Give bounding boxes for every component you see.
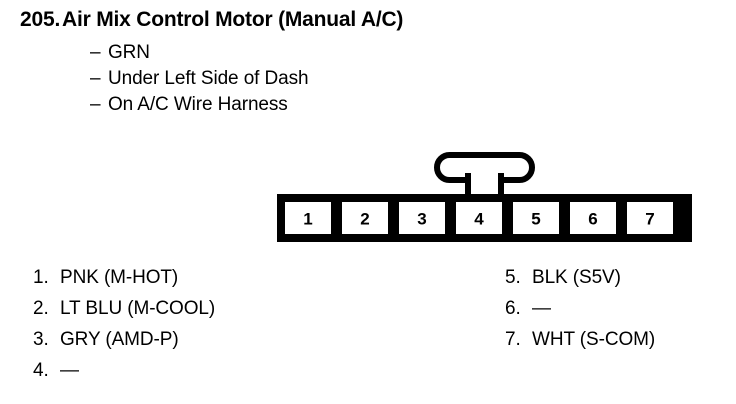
- locking-tab: [434, 152, 535, 203]
- bullet-item: – Under Left Side of Dash: [90, 66, 690, 92]
- legend-row: 4. —: [33, 355, 215, 386]
- pin-number-3: 3: [417, 210, 426, 229]
- legend-pin-label: BLK (S5V): [532, 267, 621, 288]
- legend-row: 1. PNK (M-HOT): [33, 262, 215, 293]
- pin-cell-6[interactable]: [570, 202, 616, 234]
- item-number: 205.: [20, 8, 61, 31]
- legend-pin-label: PNK (M-HOT): [60, 267, 179, 288]
- bullet-item: – On A/C Wire Harness: [90, 92, 690, 118]
- legend-row: 7. WHT (S-COM): [505, 324, 655, 355]
- pin-number-1: 1: [303, 210, 312, 229]
- legend-pin-number: 4.: [33, 360, 49, 381]
- legend-pin-number: 3.: [33, 329, 49, 350]
- legend-pin-label: GRY (AMD-P): [60, 329, 179, 350]
- legend-pin-label: LT BLU (M-COOL): [60, 298, 216, 319]
- legend-row: 5. BLK (S5V): [505, 262, 655, 293]
- heading-block: 205. Air Mix Control Motor (Manual A/C): [20, 7, 720, 33]
- pin-number-5: 5: [531, 210, 540, 229]
- pin-cell-3[interactable]: [399, 202, 445, 234]
- legend-row: 3. GRY (AMD-P): [33, 324, 215, 355]
- pin-numbers: 1 2 3 4 5 6 7: [303, 210, 654, 229]
- en-dash-marker: –: [90, 94, 101, 115]
- pin-cell-1[interactable]: [285, 202, 331, 234]
- connector-svg: 1 2 3 4 5 6 7: [277, 152, 692, 242]
- page-title: 205. Air Mix Control Motor (Manual A/C): [20, 7, 720, 33]
- pin-cell-4[interactable]: [456, 202, 502, 234]
- bullet-list: – GRN – Under Left Side of Dash – On A/C…: [90, 40, 690, 118]
- legend-pin-number: 7.: [505, 329, 521, 350]
- en-dash-marker: –: [90, 68, 101, 89]
- title-text: Air Mix Control Motor (Manual A/C): [62, 8, 404, 31]
- legend-row: 2. LT BLU (M-COOL): [33, 293, 215, 324]
- bullet-label: On A/C Wire Harness: [108, 94, 288, 115]
- tab-neck-join-mask: [471, 172, 498, 182]
- pin-cell-7[interactable]: [627, 202, 673, 234]
- legend-pin-label: WHT (S-COM): [532, 329, 656, 350]
- legend-pin-label: —: [60, 360, 79, 381]
- pin-cell-5[interactable]: [513, 202, 559, 234]
- legend-row: 6. —: [505, 293, 655, 324]
- legend-pin-number: 2.: [33, 298, 49, 319]
- pin-number-4: 4: [474, 210, 484, 229]
- pin-number-6: 6: [588, 210, 597, 229]
- legend-pin-label: —: [532, 298, 551, 319]
- legend-pin-number: 5.: [505, 267, 521, 288]
- bullet-label: GRN: [108, 42, 150, 63]
- pin-number-2: 2: [360, 210, 369, 229]
- pin-cell-2[interactable]: [342, 202, 388, 234]
- pin-legend: 1. PNK (M-HOT) 2. LT BLU (M-COOL) 3. GRY…: [0, 262, 736, 397]
- legend-pin-number: 6.: [505, 298, 521, 319]
- legend-column-left: 1. PNK (M-HOT) 2. LT BLU (M-COOL) 3. GRY…: [33, 262, 215, 386]
- bullet-label: Under Left Side of Dash: [108, 68, 309, 89]
- legend-pin-number: 1.: [33, 267, 49, 288]
- bullet-item: – GRN: [90, 40, 690, 66]
- legend-column-right: 5. BLK (S5V) 6. — 7. WHT (S-COM): [505, 262, 655, 355]
- en-dash-marker: –: [90, 42, 101, 63]
- pin-cells: [285, 202, 673, 234]
- pin-number-7: 7: [645, 210, 654, 229]
- connector-diagram: 1 2 3 4 5 6 7: [277, 152, 692, 242]
